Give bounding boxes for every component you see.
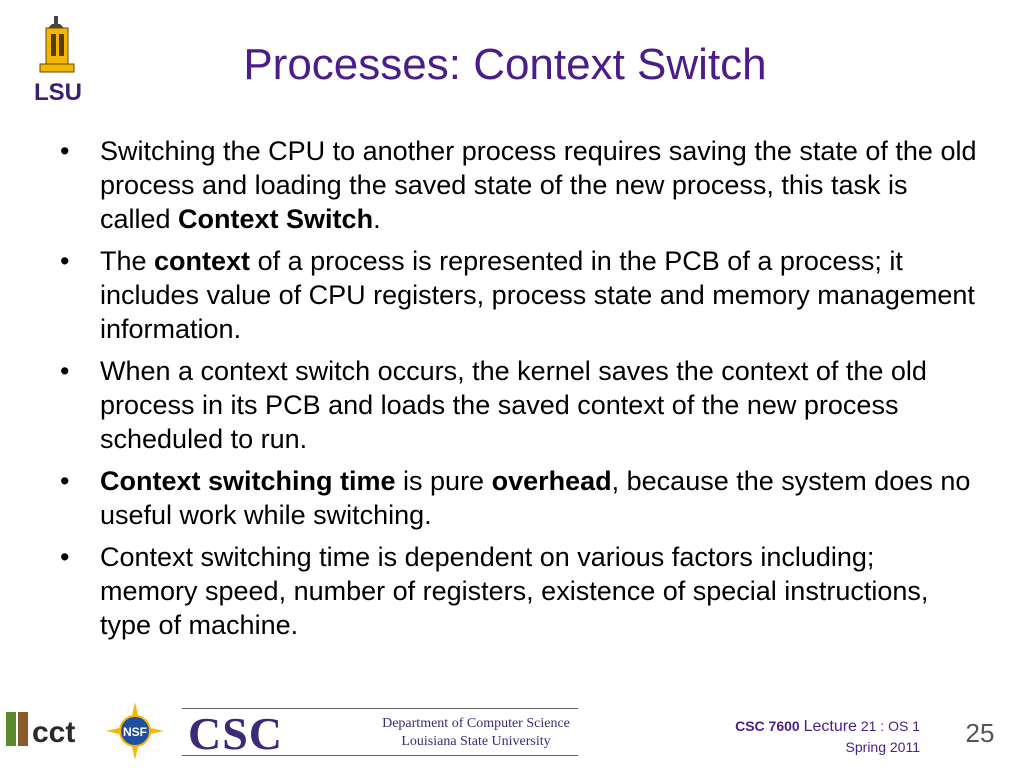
bullet-marker: • <box>60 466 70 496</box>
bullet-item: • When a context switch occurs, the kerne… <box>58 354 978 456</box>
csc-banner: CSC Department of Computer Science Louis… <box>182 708 578 759</box>
bullet-text: , because the system does no useful work… <box>100 466 971 530</box>
department-line-1: Department of Computer Science <box>382 716 570 731</box>
bullet-text: . <box>373 204 381 234</box>
bullet-emphasis: Context switching time <box>100 466 396 496</box>
bullet-marker: • <box>60 542 70 572</box>
course-code: CSC 7600 <box>735 718 800 734</box>
bullet-text: Switching the CPU to another process req… <box>100 136 977 234</box>
lecture-label: Lecture <box>803 718 857 735</box>
bullet-text: The <box>100 246 155 276</box>
bullet-emphasis: overhead <box>491 466 612 496</box>
nsf-logo-text: NSF <box>123 725 147 739</box>
department-line-2: Louisiana State University <box>401 734 551 749</box>
bullet-list: • Switching the CPU to another process re… <box>58 134 978 650</box>
cct-logo: cct <box>6 712 75 749</box>
bullet-marker: • <box>60 246 70 276</box>
lsu-logo: LSU <box>34 16 82 106</box>
lecture-number: 21 : OS 1 <box>856 718 920 734</box>
bullet-marker: • <box>60 356 70 386</box>
course-info: CSC 7600 Lecture 21 : OS 1 Spring 2011 <box>690 716 920 757</box>
term-label: Spring 2011 <box>845 739 920 755</box>
page-number: 25 <box>965 718 995 748</box>
bullet-text: is pure <box>395 466 492 496</box>
csc-logo-text: CSC <box>188 708 284 759</box>
bullet-item: • Context switching time is pure overhead… <box>58 464 978 532</box>
slide-title: Processes: Context Switch <box>243 40 767 89</box>
bullet-emphasis: Context Switch <box>178 204 374 234</box>
bullet-text: When a context switch occurs, the kernel… <box>100 356 927 454</box>
bullet-item: • Context switching time is dependent on … <box>58 540 978 642</box>
bullet-text: Context switching time is dependent on v… <box>100 542 929 640</box>
cct-logo-text: cct <box>32 716 75 749</box>
bullet-item: • Switching the CPU to another process re… <box>58 134 978 236</box>
nsf-logo: NSF <box>106 702 164 760</box>
bullet-marker: • <box>60 136 70 166</box>
bullet-item: • The context of a process is represented… <box>58 244 978 346</box>
bullet-emphasis: context <box>154 246 251 276</box>
department-name: Department of Computer Science Louisiana… <box>378 715 574 751</box>
bullet-text: of a process is represented in the PCB o… <box>100 246 975 344</box>
lsu-logo-text: LSU <box>34 79 82 106</box>
